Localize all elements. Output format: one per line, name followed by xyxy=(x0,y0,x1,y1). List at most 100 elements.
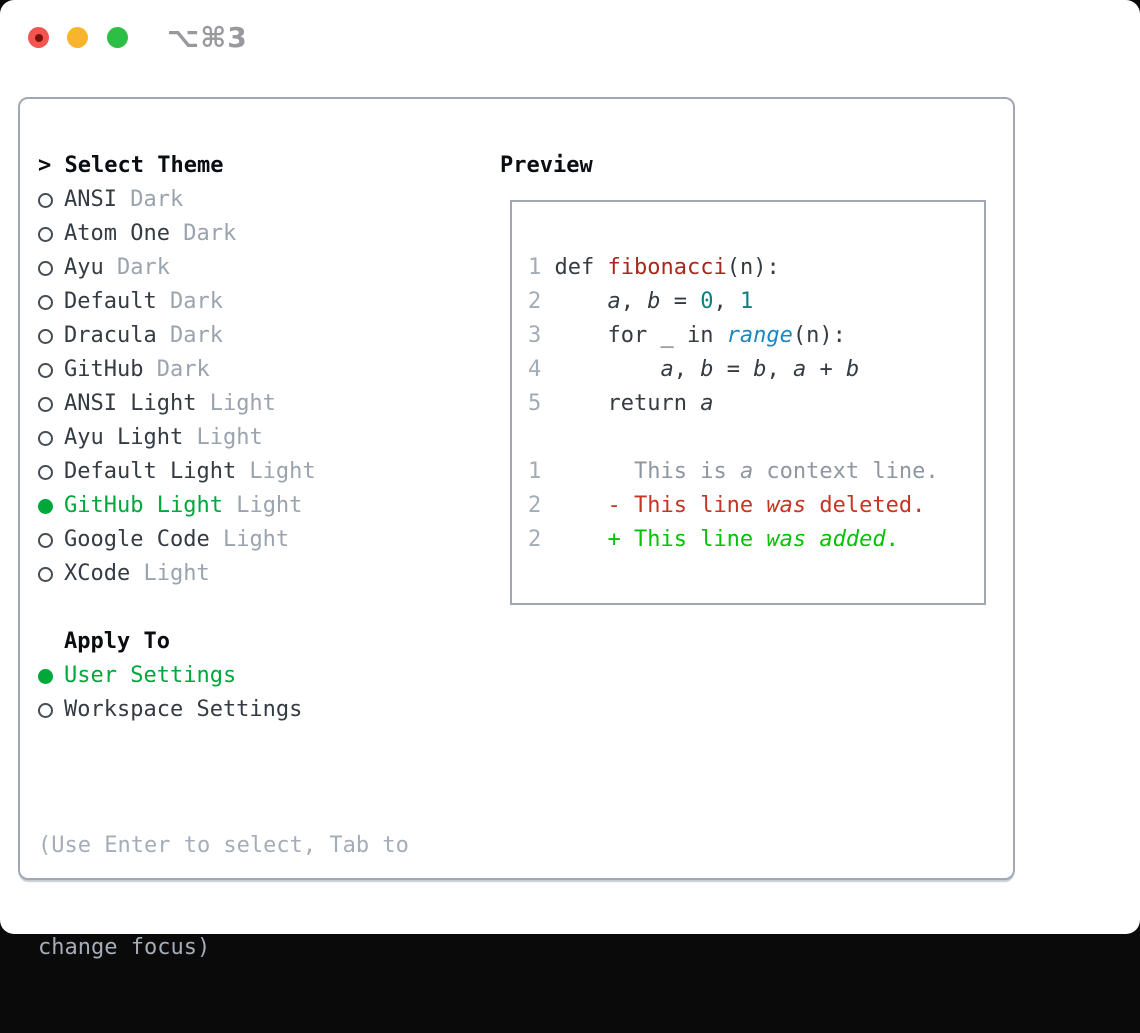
close-button[interactable] xyxy=(28,27,49,48)
code-segment-code: + xyxy=(806,357,846,382)
option-variant-label: Light xyxy=(209,527,290,552)
option-label: Workspace Settings xyxy=(64,697,303,722)
radio-unselected-icon xyxy=(38,226,53,242)
radio-unselected-icon xyxy=(38,430,53,446)
prompt-caret-icon: > xyxy=(38,153,65,178)
preview-title: Preview xyxy=(500,153,593,178)
code-segment-num: 0 xyxy=(700,289,714,314)
option-label: Dracula xyxy=(64,323,157,348)
radio-unselected-icon xyxy=(38,464,53,480)
theme-option[interactable]: Ayu Light Light xyxy=(38,421,316,455)
option-variant-label: Dark xyxy=(116,187,184,212)
theme-option[interactable]: Dracula Dark xyxy=(38,319,316,353)
radio-unselected-icon xyxy=(38,328,53,344)
code-segment-code: , xyxy=(766,357,793,382)
code-segment-code: def xyxy=(554,255,608,280)
code-segment-code: , xyxy=(673,357,701,382)
code-segment-var: b xyxy=(845,357,860,382)
theme-option[interactable]: Atom One Dark xyxy=(38,217,316,251)
code-line: 5 return a xyxy=(528,387,939,421)
code-segment-var: a xyxy=(660,357,674,382)
code-segment-code xyxy=(555,289,608,314)
code-segment-add xyxy=(806,527,819,552)
radio-unselected-icon xyxy=(38,532,53,548)
code-segment-var: b xyxy=(753,357,767,382)
code-segment-code: return xyxy=(554,391,701,416)
apply-to-option[interactable]: User Settings xyxy=(38,659,316,693)
option-label: ANSI Light xyxy=(64,391,197,416)
option-variant-label: Dark xyxy=(103,255,170,280)
option-label: GitHub xyxy=(64,357,144,382)
line-number: 2 xyxy=(528,527,555,552)
zoom-button[interactable] xyxy=(107,27,128,48)
theme-option[interactable]: Ayu Dark xyxy=(38,251,316,285)
code-segment-del: - This line xyxy=(554,493,767,518)
line-number: 1 xyxy=(528,255,555,280)
code-segment-var: a xyxy=(607,289,621,314)
theme-option[interactable]: XCode Light xyxy=(38,557,316,591)
option-label: Ayu xyxy=(64,255,104,280)
code-segment-ctx: context line. xyxy=(753,459,939,484)
code-line: 1 This is a context line. xyxy=(528,455,939,489)
select-theme-title: Select Theme xyxy=(64,153,224,178)
radio-unselected-icon xyxy=(38,260,53,276)
code-segment-add-i: added xyxy=(819,527,886,552)
code-line: 3 for _ in range(n): xyxy=(528,319,939,353)
code-line: 2 a, b = 0, 1 xyxy=(528,285,939,319)
radio-unselected-icon xyxy=(38,294,53,310)
close-dot-icon xyxy=(34,33,43,42)
theme-option[interactable]: Default Light Light xyxy=(38,455,316,489)
minimize-button[interactable] xyxy=(67,27,88,48)
code-segment-add-i: was xyxy=(766,527,807,552)
option-variant-label: Dark xyxy=(156,323,223,348)
radio-selected-icon xyxy=(38,668,53,684)
code-line: 4 a, b = b, a + b xyxy=(528,353,939,387)
theme-option[interactable]: Default Dark xyxy=(38,285,316,319)
spacer-row xyxy=(38,591,316,625)
code-segment-add: + This line xyxy=(554,527,767,552)
apply-to-option[interactable]: Workspace Settings xyxy=(38,693,316,727)
option-label: Google Code xyxy=(64,527,210,552)
option-variant-label: Light xyxy=(236,459,316,484)
radio-unselected-icon xyxy=(38,566,53,582)
theme-option[interactable]: GitHub Dark xyxy=(38,353,316,387)
line-number: 1 xyxy=(528,459,555,484)
code-line: 2 - This line was deleted. xyxy=(528,489,939,523)
code-segment-code: for _ in xyxy=(554,323,727,348)
line-number: 3 xyxy=(528,323,555,348)
window-title-shortcut: ⌥⌘3 xyxy=(167,21,248,54)
option-label: User Settings xyxy=(64,663,237,688)
code-segment-add: . xyxy=(885,527,899,552)
keyboard-hint: (Use Enter to select, Tab to change focu… xyxy=(38,761,409,1033)
code-segment-func: fibonacci xyxy=(607,255,727,280)
hint-line-1: (Use Enter to select, Tab to xyxy=(38,833,409,858)
theme-option[interactable]: GitHub Light Light xyxy=(38,489,316,523)
option-label: XCode xyxy=(64,561,131,586)
radio-unselected-icon xyxy=(38,702,53,718)
option-variant-label: Light xyxy=(196,391,276,416)
option-variant-label: Dark xyxy=(169,221,237,246)
theme-option[interactable]: Google Code Light xyxy=(38,523,316,557)
option-variant-label: Dark xyxy=(156,289,223,314)
option-label: Ayu Light xyxy=(64,425,184,450)
line-number: 5 xyxy=(528,391,555,416)
radio-selected-icon xyxy=(38,498,53,514)
code-segment-var: b xyxy=(700,357,714,382)
line-number: 2 xyxy=(528,493,555,518)
radio-unselected-icon xyxy=(38,192,53,208)
theme-option[interactable]: ANSI Light Light xyxy=(38,387,316,421)
code-segment-code: (n): xyxy=(726,255,780,280)
code-segment-ctx-i: a xyxy=(739,459,754,484)
code-segment-code: (n): xyxy=(792,323,846,348)
option-label: ANSI xyxy=(64,187,117,212)
code-segment-var: a xyxy=(792,357,807,382)
theme-option[interactable]: ANSI Dark xyxy=(38,183,316,217)
code-line: 1 def fibonacci(n): xyxy=(528,251,939,285)
code-segment-var: a xyxy=(700,391,714,416)
line-number: 2 xyxy=(528,289,555,314)
